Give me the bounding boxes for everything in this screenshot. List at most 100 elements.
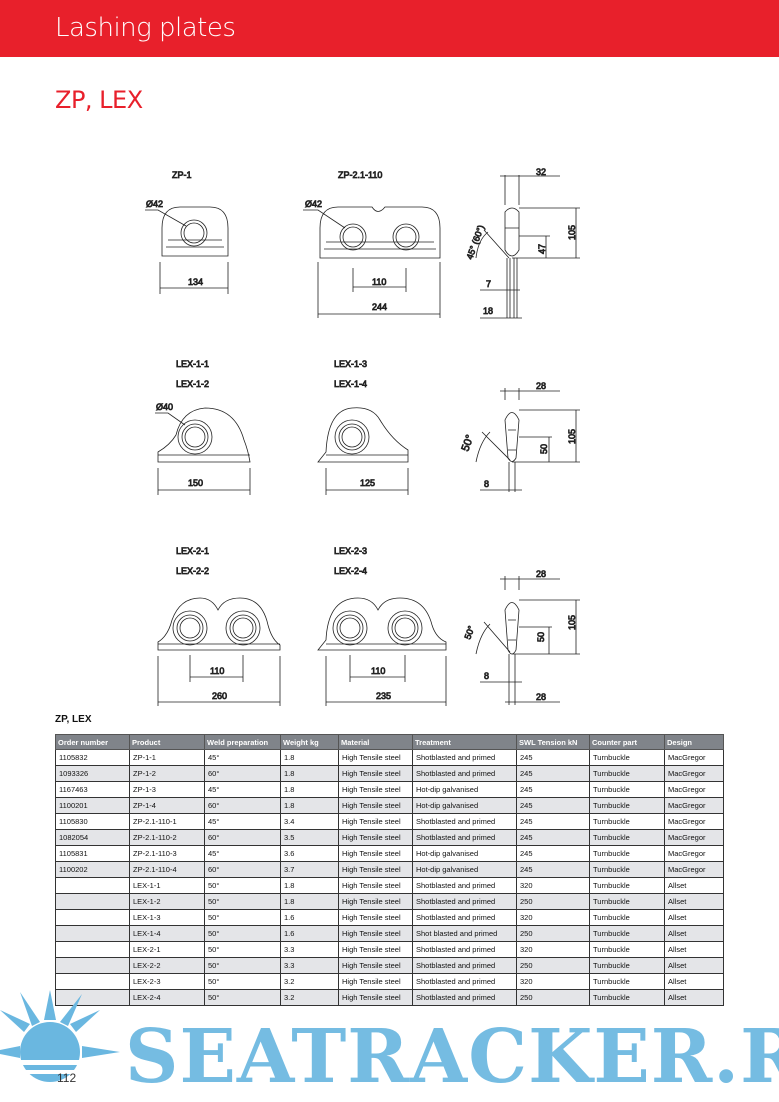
drawing-label: LEX-2-2 [176,566,209,576]
table-cell: High Tensile steel [338,781,413,798]
dim-mid: 50 [539,444,549,454]
table-cell: ZP-2.1-110-1 [129,813,205,830]
table-cell: Shotblasted and primed [412,749,517,766]
table-cell: 60° [204,765,281,782]
table-cell: ZP-1-4 [129,797,205,814]
table-cell: MacGregor [664,765,724,782]
dim-thickness-2: 18 [483,306,493,316]
table-cell: 45° [204,781,281,798]
table-cell: 320 [516,909,590,926]
drawing-label: LEX-1-3 [334,359,367,369]
table-cell: Allset [664,925,724,942]
table-cell: MacGregor [664,813,724,830]
dim-pitch: 110 [371,666,385,676]
dim-top: 32 [536,167,546,177]
table-cell: Shotblasted and primed [412,765,517,782]
dim-height: 105 [567,615,577,630]
table-cell: 245 [516,781,590,798]
drawing-zp-side-view: 32 105 47 45° (60°) 7 18 [464,167,580,319]
table-cell: 50° [204,893,281,910]
drawing-lex-2-3: LEX-2-3 LEX-2-4 110 235 [317,546,447,706]
table-cell: Turnbuckle [589,941,665,958]
column-header: Product [129,734,205,750]
table-cell: ZP-2.1-110-3 [129,845,205,862]
table-cell: Shotblasted and primed [412,829,517,846]
table-cell: 3.2 [280,973,339,990]
table-cell: ZP-2.1-110-2 [129,829,205,846]
table-cell: Hot-dip galvanised [412,861,517,878]
table-cell: 1.8 [280,797,339,814]
table-cell: 320 [516,973,590,990]
table-cell: Shotblasted and primed [412,877,517,894]
drawing-label: LEX-1-1 [176,359,209,369]
column-header: SWL Tension kN [516,734,590,750]
table-cell: Hot-dip galvanised [412,781,517,798]
table-cell: High Tensile steel [338,845,413,862]
table-cell: 245 [516,797,590,814]
table-cell: 1.8 [280,877,339,894]
dim-top: 28 [536,569,546,579]
table-cell: 50° [204,925,281,942]
dim-diameter: Ø40 [156,402,173,412]
table-cell: MacGregor [664,829,724,846]
table-cell: Shotblasted and primed [412,909,517,926]
column-header: Weld preparation [204,734,281,750]
table-cell: Allset [664,941,724,958]
drawing-lex-2-1: LEX-2-1 LEX-2-2 110 260 [157,546,281,706]
table-cell: 3.7 [280,861,339,878]
table-cell: 3.2 [280,989,339,1006]
table-cell: 1.8 [280,893,339,910]
dim-thickness-1: 7 [486,279,491,289]
drawing-label: LEX-1-4 [334,379,367,389]
table-cell: Allset [664,989,724,1006]
sun-logo-icon [0,990,120,1082]
table-cell: 320 [516,941,590,958]
table-cell: 1100202 [55,861,130,878]
table-cell: High Tensile steel [338,989,413,1006]
table-cell: Shot blasted and primed [412,925,517,942]
table-cell: High Tensile steel [338,765,413,782]
table-cell: Hot-dip galvanised [412,797,517,814]
table-cell: Turnbuckle [589,749,665,766]
table-cell: 245 [516,861,590,878]
dim-angle: 50° [460,433,477,453]
table-cell: MacGregor [664,861,724,878]
technical-drawings: ZP-1 Ø42 134 ZP-2.1-110 Ø42 110 244 32 1… [145,167,580,706]
dim-pitch: 110 [210,666,224,676]
table-cell: ZP-1-1 [129,749,205,766]
table-cell: MacGregor [664,845,724,862]
table-cell: Turnbuckle [589,909,665,926]
table-cell: Allset [664,893,724,910]
table-cell: High Tensile steel [338,749,413,766]
drawing-lex-2-side-view: 28 105 50 50° 8 28 [462,569,580,705]
table-cell: 1100201 [55,797,130,814]
table-cell: 3.5 [280,829,339,846]
table-cell: 320 [516,877,590,894]
dim-angle: 45° (60°) [464,224,486,261]
table-cell: 1.8 [280,781,339,798]
column-header: Treatment [412,734,517,750]
drawing-label: ZP-1 [172,170,192,180]
table-cell: Shotblasted and primed [412,893,517,910]
dim-bottom: 28 [536,692,546,702]
table-cell [55,973,130,990]
table-cell: 45° [204,813,281,830]
table-cell: 1105831 [55,845,130,862]
table-cell [55,957,130,974]
dim-diameter: Ø42 [305,199,322,209]
table-cell: 1.6 [280,909,339,926]
dim-thickness: 8 [484,479,489,489]
table-cell: 50° [204,909,281,926]
table-cell [55,909,130,926]
table-cell: LEX-2-3 [129,973,205,990]
table-cell: LEX-1-2 [129,893,205,910]
table-cell: 50° [204,973,281,990]
header-bar: Lashing plates [0,0,779,57]
